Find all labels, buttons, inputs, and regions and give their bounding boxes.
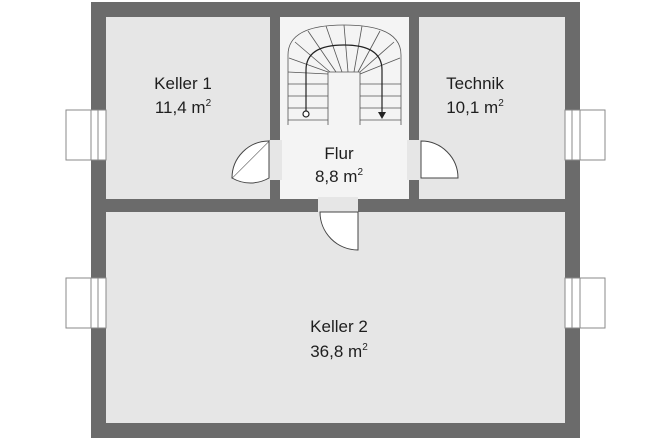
room-floor-keller2 (106, 212, 565, 423)
stair-walking-line (305, 44, 383, 112)
window-right-top (564, 109, 606, 161)
window-right-bottom (564, 277, 606, 329)
room-label-keller1: Keller 1 11,4 m2 (154, 74, 212, 117)
staircase (287, 24, 402, 125)
room-area: 8,8 m2 (315, 167, 364, 186)
door-opening-keller1 (268, 140, 282, 180)
room-label-keller2: Keller 2 36,8 m2 (310, 317, 368, 361)
door-opening-technik (407, 140, 421, 180)
window-left-bottom (65, 277, 107, 329)
room-label-flur: Flur 8,8 m2 (315, 144, 364, 186)
room-name: Technik (446, 74, 504, 93)
stair-arrow-icon (378, 112, 386, 119)
room-area: 10,1 m2 (446, 98, 504, 117)
stair-start-circle (302, 110, 310, 118)
room-area: 36,8 m2 (310, 342, 368, 361)
door-opening-keller2 (318, 197, 358, 214)
room-name: Keller 1 (154, 74, 212, 93)
door-keller1 (231, 139, 270, 184)
room-area: 11,4 m2 (155, 98, 212, 117)
room-label-technik: Technik 10,1 m2 (446, 74, 504, 117)
room-name: Keller 2 (310, 317, 368, 336)
window-left-top (65, 109, 107, 161)
room-name: Flur (324, 144, 354, 163)
door-keller2 (319, 211, 359, 251)
door-technik (420, 140, 459, 179)
